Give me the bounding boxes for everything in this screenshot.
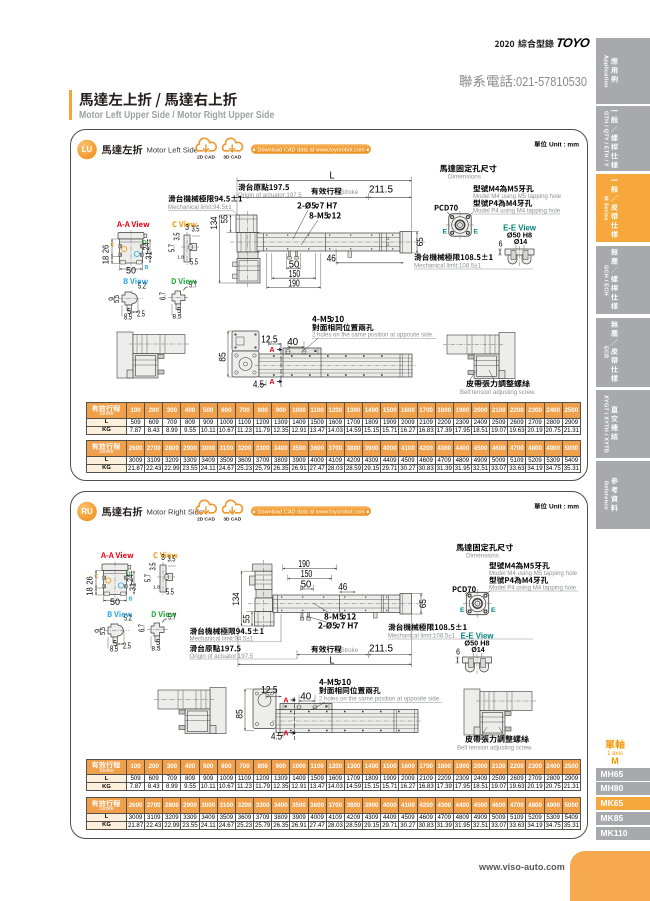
svg-text:M: M (611, 756, 619, 766)
svg-text:1 axis: 1 axis (607, 751, 623, 757)
svg-text::021-57810530: :021-57810530 (513, 74, 587, 89)
